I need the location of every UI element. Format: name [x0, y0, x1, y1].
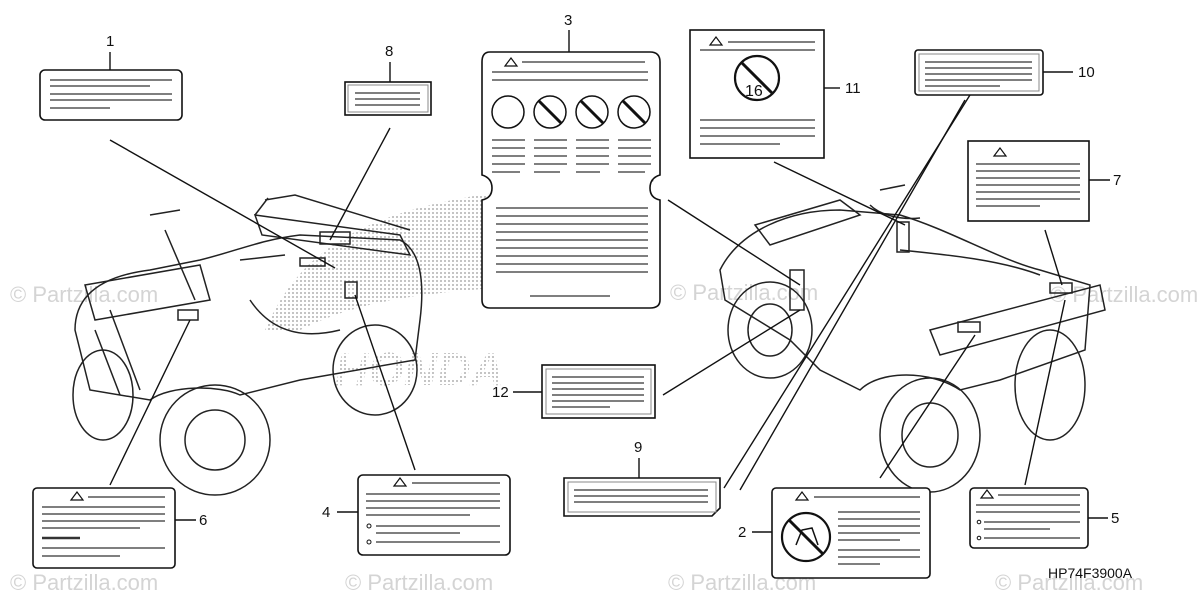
watermark-bottom-left: © Partzilla.com [10, 570, 158, 595]
label-9 [563, 477, 721, 517]
label-6 [32, 487, 176, 569]
callout-4: 4 [322, 504, 330, 521]
watermark-right: © Partzilla.com [1050, 282, 1198, 307]
label-5 [969, 487, 1089, 549]
label-12 [541, 364, 656, 419]
callout-numbers: 1 2 3 4 5 6 7 8 9 10 11 12 [106, 12, 1121, 541]
label-11: 16 [689, 29, 825, 159]
atv-left-illustration [72, 194, 423, 496]
label-8 [344, 81, 432, 116]
callout-6: 6 [199, 512, 207, 529]
callout-11: 11 [845, 80, 861, 97]
atv-right-illustration [719, 184, 1106, 493]
callout-10: 10 [1078, 64, 1095, 81]
leader-lines [109, 30, 1110, 533]
watermark-bottom-center: © Partzilla.com [345, 570, 493, 595]
callout-1: 1 [106, 33, 114, 50]
label-3 [481, 51, 661, 309]
label-10 [914, 49, 1044, 96]
label-1 [39, 69, 183, 121]
watermark-bottom-far-right: © Partzilla.com [995, 570, 1143, 595]
callout-3: 3 [564, 12, 572, 29]
part-code: HP74F3900A [1048, 565, 1133, 581]
label-7 [967, 140, 1090, 222]
watermark-left: © Partzilla.com [10, 282, 158, 307]
callout-8: 8 [385, 43, 393, 60]
label-2 [771, 487, 931, 579]
callout-5: 5 [1111, 510, 1119, 527]
callout-12: 12 [492, 384, 509, 401]
callout-7: 7 [1113, 172, 1121, 189]
label-4 [357, 474, 511, 556]
no-age-16-number: 16 [745, 83, 763, 100]
callout-2: 2 [738, 524, 746, 541]
callout-9: 9 [634, 439, 642, 456]
